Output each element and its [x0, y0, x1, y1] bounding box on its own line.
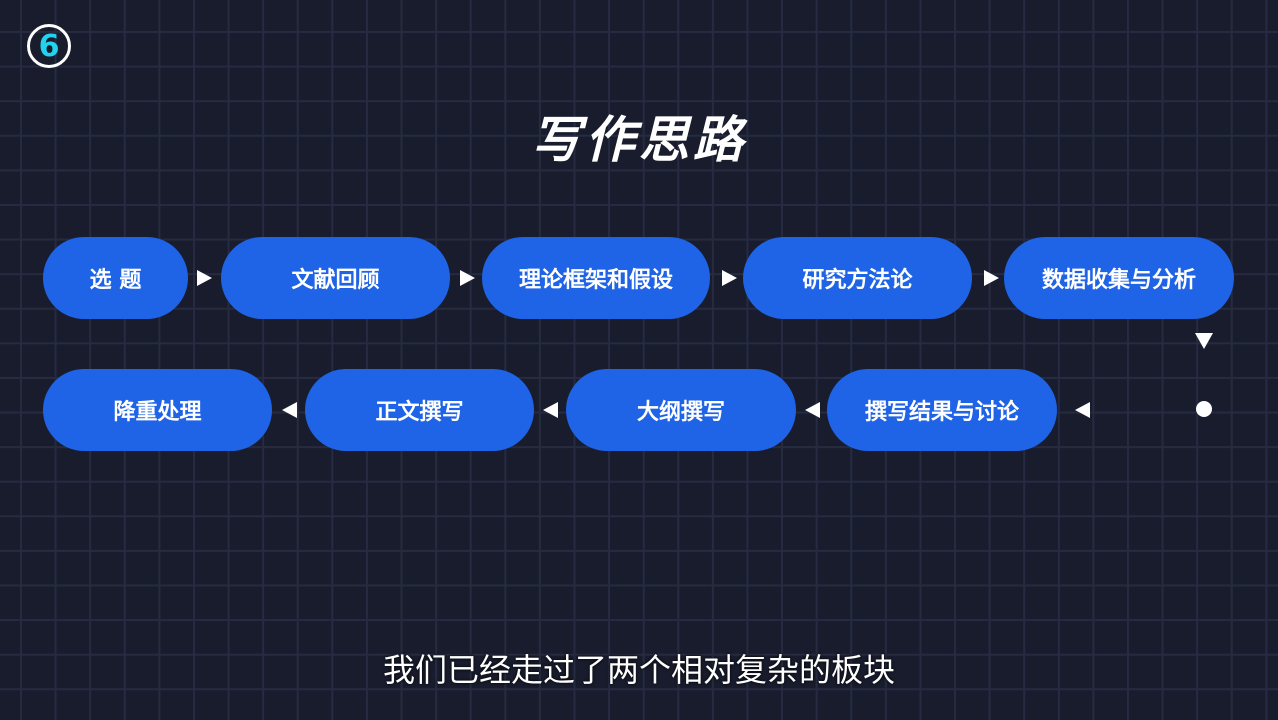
step-methodology: 研究方法论 [743, 237, 972, 319]
step-literature-review: 文献回顾 [221, 237, 450, 319]
arrow-down-icon [1195, 333, 1213, 349]
arrow-left-icon [805, 402, 820, 418]
arrow-right-icon [722, 270, 737, 286]
arrow-right-icon [984, 270, 999, 286]
step-body-writing: 正文撰写 [305, 369, 534, 451]
arrow-left-icon [543, 402, 558, 418]
subtitle-caption: 我们已经走过了两个相对复杂的板块 [382, 651, 895, 689]
step-number-badge: 6 [27, 24, 71, 68]
step-theory-framework: 理论框架和假设 [482, 237, 710, 319]
step-topic: 选 题 [43, 237, 188, 319]
page-title: 写作思路 [531, 111, 747, 169]
arrow-left-icon [282, 402, 297, 418]
arrow-right-icon [197, 270, 212, 286]
arrow-left-icon [1075, 402, 1090, 418]
step-results-discussion: 撰写结果与讨论 [827, 369, 1057, 451]
dot-icon [1196, 401, 1212, 417]
step-data-analysis: 数据收集与分析 [1004, 237, 1234, 319]
step-dedup: 降重处理 [43, 369, 272, 451]
step-outline: 大纲撰写 [566, 369, 796, 451]
arrow-right-icon [460, 270, 475, 286]
